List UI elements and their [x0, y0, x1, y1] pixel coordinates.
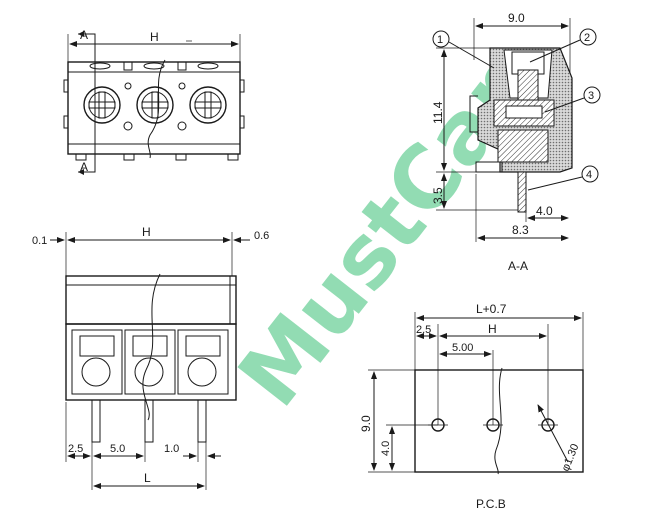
section-a-bottom-label: A: [80, 160, 88, 174]
top-width-label: H: [150, 30, 159, 44]
top-view: H A A: [63, 28, 245, 175]
callout-1: 1: [432, 30, 495, 69]
pcb-left-offset-label: 2.5: [416, 324, 431, 336]
section-title: A-A: [508, 259, 528, 273]
cavity-2: [124, 329, 176, 395]
pcb-hole-diameter-label: φ1.30: [560, 442, 582, 473]
section-a-top-label: A: [80, 28, 88, 42]
cavity-1: [71, 329, 123, 395]
pcb-pitch-label: 5.00: [452, 342, 473, 354]
section-view: 9.0 11.4 3.5 4.0 8.3: [431, 11, 601, 273]
pcb-title: P.C.B: [476, 497, 506, 511]
pcb-layout: L+0.7 2.5 H 5.00 9.0 4.0 φ1.30 P.C.B: [359, 302, 584, 511]
section-height-label: 11.4: [431, 101, 445, 124]
section-pin-height-label: 3.5: [431, 187, 445, 204]
svg-text:4: 4: [586, 169, 592, 181]
front-length-label: L: [144, 471, 151, 485]
front-pitch-label: 5.0: [110, 443, 125, 455]
front-left-offset-label: 0.1: [32, 235, 47, 247]
callout-4: 4: [527, 165, 599, 191]
svg-text:2: 2: [584, 32, 590, 44]
front-width-label: H: [142, 225, 151, 239]
screw-2: [136, 86, 174, 124]
pcb-height-label: 9.0: [359, 415, 373, 432]
screw-1: [83, 86, 121, 124]
svg-text:3: 3: [588, 90, 594, 102]
pcb-h-label: H: [488, 322, 497, 336]
screw-3: [189, 86, 227, 124]
front-pitch-left-label: 2.5: [68, 443, 83, 455]
callout-2: 2: [529, 28, 597, 63]
callout-3: 3: [544, 86, 601, 113]
pcb-total-label: L+0.7: [476, 302, 507, 316]
pcb-hole-y-label: 4.0: [380, 441, 392, 456]
cavity-3: [177, 329, 229, 395]
front-pin-label: 1.0: [164, 443, 179, 455]
section-pin-offset-label: 4.0: [536, 204, 553, 218]
section-base-label: 8.3: [512, 223, 529, 237]
svg-text:1: 1: [437, 34, 443, 46]
section-width-label: 9.0: [508, 11, 525, 25]
front-right-offset-label: 0.6: [254, 230, 269, 242]
front-view: 0.1 H 0.6: [32, 225, 269, 490]
